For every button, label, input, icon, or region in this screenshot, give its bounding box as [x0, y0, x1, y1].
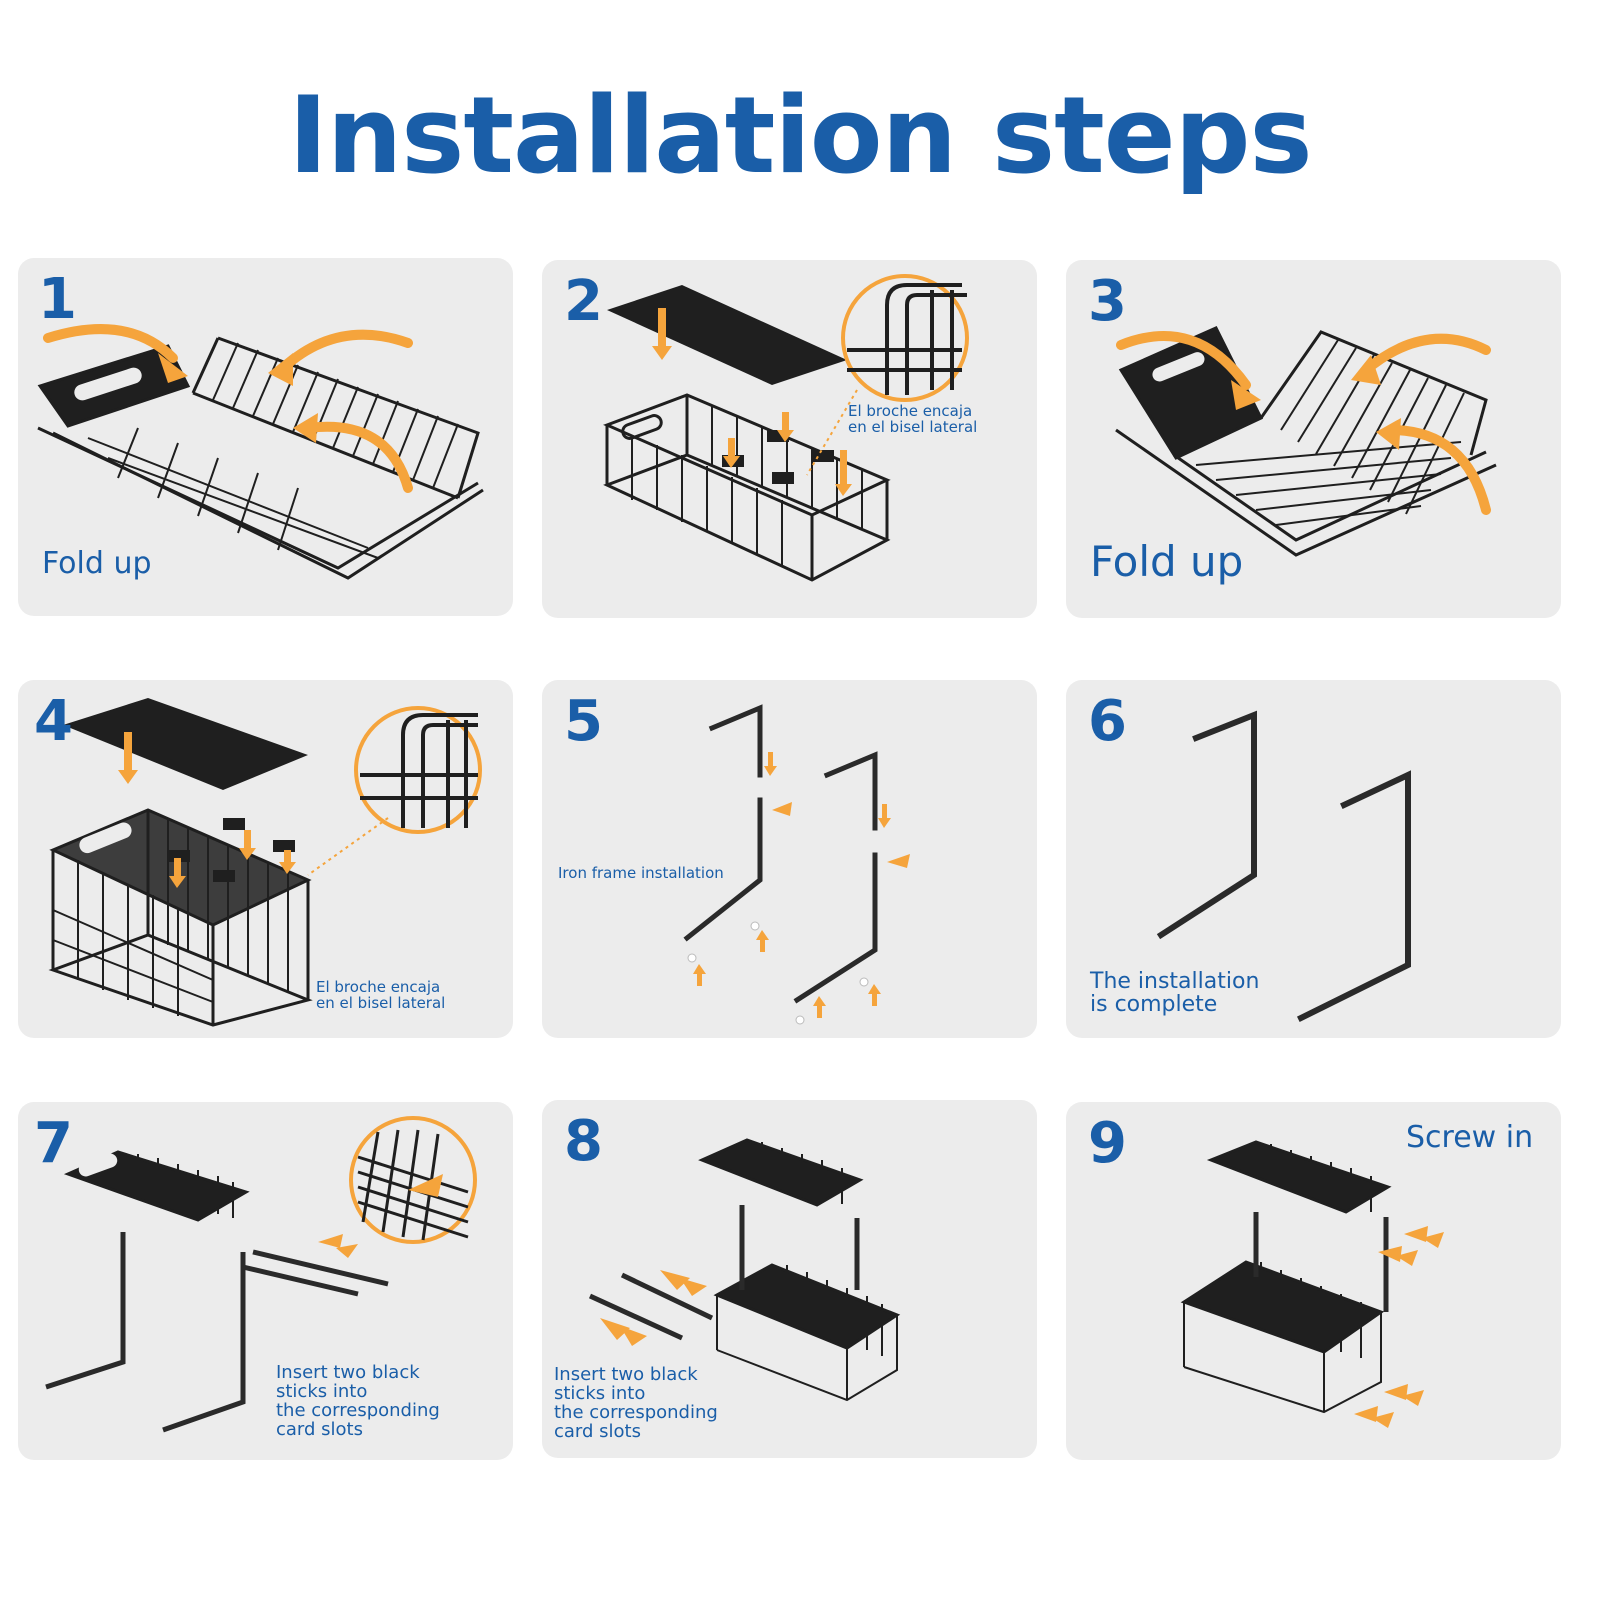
step-number: 7 — [34, 1111, 73, 1176]
basket-folding-illustration — [37, 324, 484, 580]
step-number: 8 — [564, 1109, 603, 1174]
step-6-card: 6 The installation is complete — [1066, 680, 1561, 1038]
step-number: 1 — [38, 267, 77, 332]
step-caption: Fold up — [42, 546, 152, 581]
step-8-card: 8 Insert two black sticks into the corre… — [542, 1100, 1037, 1458]
step-caption: El broche encaja en el bisel lateral — [848, 402, 978, 436]
step-caption: Screw in — [1406, 1120, 1534, 1155]
step-number: 4 — [34, 689, 73, 754]
step-2-card: 2 El broche encaja en el bisel lateral — [542, 260, 1037, 618]
shelf-clip-illustration — [48, 698, 482, 1027]
two-tier-rack-illustration — [1180, 1140, 1444, 1428]
step-number: 3 — [1088, 269, 1127, 334]
step-9-card: 9 Screw in — [1066, 1102, 1561, 1460]
frame-assembly-illustration — [683, 704, 910, 1025]
step-caption: Iron frame installation — [558, 864, 724, 882]
frame-complete-illustration — [1156, 710, 1411, 1023]
step-caption: El broche encaja en el bisel lateral — [316, 978, 446, 1012]
step-caption: Fold up — [1090, 537, 1244, 586]
step-number: 5 — [564, 689, 603, 754]
rod-insert-illustration — [588, 1138, 901, 1402]
shelf-clip-illustration — [603, 274, 969, 582]
step-number: 2 — [564, 269, 603, 334]
step-4-card: 4 El broche encaja en el bisel lateral — [18, 680, 513, 1038]
step-number: 9 — [1088, 1111, 1127, 1176]
page-title: Installation steps — [288, 74, 1312, 197]
step-7-card: 7 Insert two black sticks into the corre… — [18, 1102, 513, 1460]
step-caption: Insert two black sticks into the corresp… — [276, 1362, 440, 1440]
step-5-card: 5 Iron frame installation — [542, 680, 1037, 1038]
step-caption: Insert two black sticks into the corresp… — [554, 1364, 718, 1442]
step-3-card: 3 Fold up — [1066, 260, 1561, 618]
step-1-card: 1 Fold up — [18, 258, 513, 616]
basket-folding-illustration — [1115, 326, 1497, 557]
rod-insert-illustration — [45, 1116, 477, 1433]
step-number: 6 — [1088, 689, 1127, 754]
step-caption: The installation is complete — [1090, 969, 1260, 1018]
